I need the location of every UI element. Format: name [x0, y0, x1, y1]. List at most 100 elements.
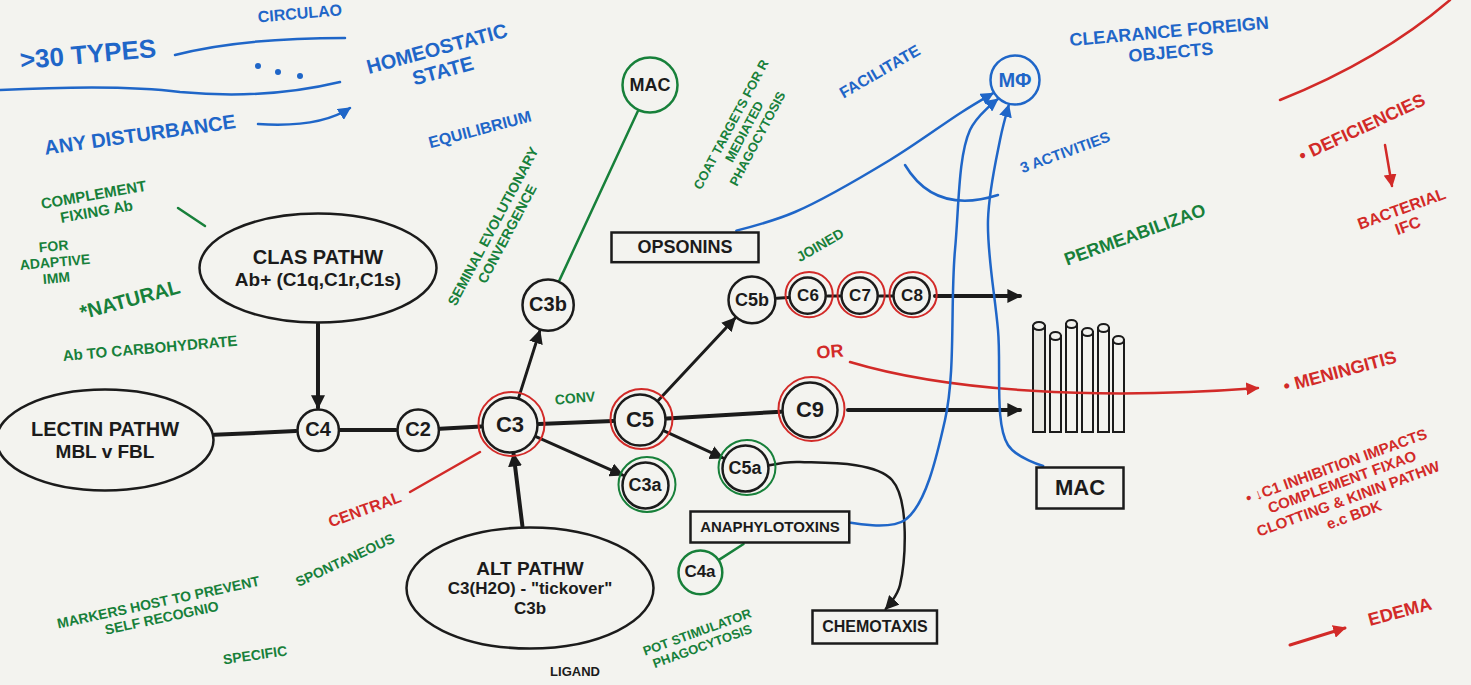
ellipsis-dot [297, 73, 303, 79]
node-text: C8 [901, 286, 923, 306]
function-box: ANAPHYLOTOXINS [689, 510, 851, 544]
divider-line [1280, 0, 1450, 100]
node-text: C4a [684, 562, 715, 582]
node-text: C5b [735, 290, 769, 311]
node-text: LECTIN PATHW [31, 418, 179, 441]
note-label: • ↓C1 INHIBITION IMPACTS COMPLEMENT FIXA… [1239, 423, 1451, 556]
note-label: COMPLEMENT FIXING Ab [23, 174, 167, 232]
note-label: SPONTANEOUS [293, 530, 397, 590]
highlight-ring [786, 272, 833, 317]
box-outline [691, 512, 850, 543]
pathway-arrow [848, 408, 1020, 412]
pointer-arrow [1290, 628, 1345, 645]
highlight-ring [779, 377, 845, 441]
function-box: OPSONINS [610, 231, 760, 264]
note-label: EDEMA [1366, 594, 1434, 631]
ellipse-outline [483, 398, 538, 453]
note-label: • DEFICIENCIES [1295, 90, 1428, 167]
function-box: MAC [1035, 466, 1125, 510]
component-circle: C6 [788, 276, 827, 315]
node-text: C3a [628, 475, 661, 496]
highlight-ring [838, 272, 885, 317]
note-label: COAT TARGETS FOR R MEDIATED PHAGOCYTOSIS [685, 46, 804, 217]
pore-tube [1098, 328, 1109, 432]
component-circle: C4a [677, 549, 724, 596]
node-text: C3b [514, 599, 546, 619]
ellipse-outline [678, 550, 722, 594]
node-text: MΦ [998, 69, 1031, 92]
pore-tube-top [1033, 322, 1045, 330]
component-circle: C2 [396, 408, 440, 452]
connector [658, 318, 735, 400]
node-text: C5 [626, 407, 654, 432]
node-text: C3 [496, 412, 524, 437]
node-text: C2 [405, 418, 431, 441]
node-text: CLAS PATHW [253, 246, 383, 269]
component-circle: C5 [613, 393, 667, 447]
note-label: CIRCULAO [257, 1, 343, 27]
pore-tube [1033, 326, 1045, 432]
highlight-ring [479, 392, 545, 456]
note-label: POT STIMULATOR PHAGOCYTOSIS [634, 604, 766, 677]
note-label: MARKERS HOST TO PREVENT SELF RECOGNIO [39, 569, 280, 650]
box-outline [813, 611, 937, 644]
node-text: MAC [630, 75, 671, 96]
note-label: Ab TO CARBOHYDRATE [62, 332, 238, 364]
note-label: PERMEABILIZAO [1061, 200, 1208, 270]
pointer-arrow [1385, 145, 1392, 186]
mac-pore-symbol [1033, 320, 1124, 432]
highlight-ring [718, 440, 775, 495]
node-text: C3b [529, 293, 567, 316]
ellipsis-dot [255, 63, 261, 69]
connector [537, 437, 623, 475]
ellipse-outline [407, 528, 654, 649]
note-label: SPECIFIC [222, 643, 288, 668]
pore-tube [1113, 340, 1124, 432]
pathway-arrow [935, 294, 1020, 298]
macrophage-circle: MΦ [989, 54, 1041, 106]
connector [539, 421, 613, 424]
node-text: MBL v FBL [56, 441, 155, 463]
node-text: C9 [796, 397, 824, 422]
component-circle: C7 [840, 276, 879, 315]
note-label: HOMEOSTATIC STATE [354, 16, 525, 103]
box-outline [612, 232, 759, 262]
component-circle: C3a [621, 461, 670, 510]
node-text: ALT PATHW [476, 558, 584, 580]
connector [665, 431, 723, 458]
note-label: BACTERIAL IFC [1352, 184, 1459, 253]
mac-circle: MAC [621, 56, 679, 114]
note-label: FOR ADAPTIVE IMM [8, 234, 102, 290]
note-label: FACILITATE [836, 42, 923, 103]
ellipse-outline [0, 390, 214, 491]
note-label: CENTRAL [326, 488, 404, 531]
node-text: Ab+ (C1q,C1r,C1s) [235, 269, 401, 291]
ellipse-outline [991, 56, 1040, 105]
connector [214, 431, 295, 435]
component-circle: C9 [781, 381, 839, 439]
component-circle: C4 [296, 408, 340, 452]
pore-tube [1050, 336, 1061, 432]
component-circle: C5b [727, 275, 777, 325]
ellipse-outline [623, 58, 678, 113]
pore-tube-top [1098, 324, 1109, 332]
ellipse-outline [783, 383, 838, 438]
function-box: CHEMOTAXIS [811, 609, 938, 645]
ellipsis-dot [275, 69, 281, 75]
note-label: LIGAND [550, 665, 600, 680]
note-label: ANY DISTURBANCE [43, 110, 237, 160]
note-label: >30 TYPES [19, 34, 158, 76]
pore-tube-top [1050, 332, 1061, 340]
node-outline [198, 212, 438, 324]
connector [667, 412, 781, 419]
connector [519, 331, 540, 398]
ellipse-outline [397, 409, 438, 450]
pathway-ellipse: ALT PATHWC3(H2O) - "tickover"C3b [405, 526, 655, 650]
node-outline [0, 388, 215, 492]
node-text: C5a [728, 458, 761, 479]
connector [440, 427, 481, 429]
ellipse-outline [722, 445, 768, 491]
pore-tube [1082, 332, 1093, 432]
brace-line [175, 38, 345, 55]
